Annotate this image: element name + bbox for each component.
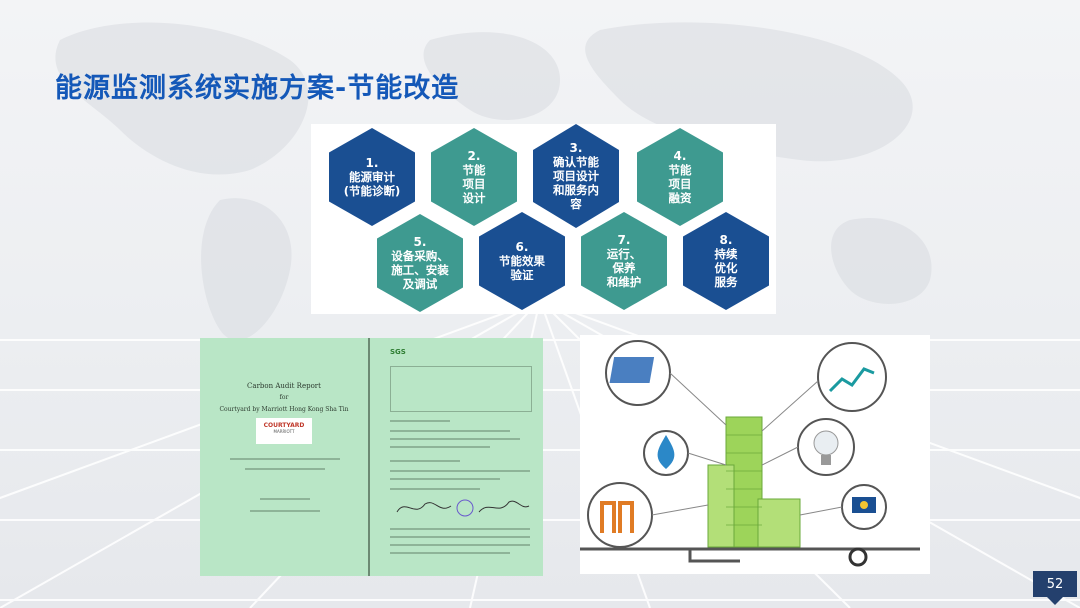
sgs-logo: SGS (390, 348, 406, 356)
carbon-audit-report-image: Carbon Audit Report for Courtyard by Mar… (200, 338, 543, 576)
step-hexagon-1: 1. 能源审计 (节能诊断) (329, 128, 415, 226)
text-line (390, 536, 530, 538)
page-number-badge: 52 (1033, 571, 1077, 597)
logo-text: COURTYARD (263, 422, 305, 429)
text-line (390, 460, 460, 462)
hook-icon (848, 547, 868, 567)
step-label: 节能 项目 融资 (668, 163, 692, 205)
step-label: 节能效果 验证 (499, 254, 545, 282)
text-line (390, 478, 500, 480)
slide-title: 能源监测系统实施方案-节能改造 (55, 73, 460, 104)
step-number: 2. (467, 149, 481, 163)
text-line (390, 552, 510, 554)
step-number: 3. (569, 141, 583, 155)
report-table (390, 366, 532, 412)
step-number: 7. (617, 233, 631, 247)
step-number: 4. (673, 149, 687, 163)
text-line (390, 430, 510, 432)
signatures-image (396, 499, 530, 517)
report-cover-for: for (279, 394, 289, 401)
energy-system-diagram-image (580, 335, 930, 574)
text-line (260, 498, 310, 500)
step-label: 设备采购、 施工、安装 及调试 (391, 249, 449, 291)
text-line (230, 458, 340, 460)
text-line (390, 446, 490, 448)
step-label: 运行、 保养 和维护 (606, 247, 642, 289)
step-hexagon-3: 3. 确认节能 项目设计 和服务内 容 (533, 124, 619, 228)
step-number: 8. (719, 233, 733, 247)
report-cover-hotel: Courtyard by Marriott Hong Kong Sha Tin (219, 406, 349, 413)
text-line (245, 468, 325, 470)
page-badge-pointer (1047, 597, 1063, 605)
step-hexagon-6: 6. 节能效果 验证 (479, 212, 565, 310)
step-label: 持续 优化 服务 (714, 247, 738, 289)
hotel-logo: COURTYARD MARRIOTT (256, 418, 312, 444)
low-building (757, 498, 801, 548)
text-line (390, 544, 530, 546)
step-hexagon-7: 7. 运行、 保养 和维护 (581, 212, 667, 310)
step-hexagon-8: 8. 持续 优化 服务 (683, 212, 769, 310)
line-chart-icon (817, 342, 887, 412)
process-steps-panel: 1. 能源审计 (节能诊断) 2. 节能 项目 设计 3. 确认节能 项目设计 … (311, 124, 776, 314)
mid-building (707, 464, 735, 548)
step-number: 6. (515, 240, 529, 254)
step-label: 节能 项目 设计 (462, 163, 486, 205)
text-line (390, 528, 530, 530)
step-label: 能源审计 (节能诊断) (343, 170, 401, 198)
text-line (390, 438, 520, 440)
step-number: 1. (365, 156, 379, 170)
step-hexagon-4: 4. 节能 项目 融资 (637, 128, 723, 226)
text-line (390, 470, 530, 472)
text-line (390, 488, 480, 490)
report-cover-title: Carbon Audit Report (247, 382, 321, 390)
step-label: 确认节能 项目设计 和服务内 容 (553, 155, 599, 211)
text-line (390, 420, 450, 422)
step-hexagon-5: 5. 设备采购、 施工、安装 及调试 (377, 214, 463, 312)
step-hexagon-2: 2. 节能 项目 设计 (431, 128, 517, 226)
step-number: 5. (413, 235, 427, 249)
page-divider (368, 338, 370, 576)
logo-sub: MARRIOTT (273, 429, 295, 434)
text-line (250, 510, 320, 512)
